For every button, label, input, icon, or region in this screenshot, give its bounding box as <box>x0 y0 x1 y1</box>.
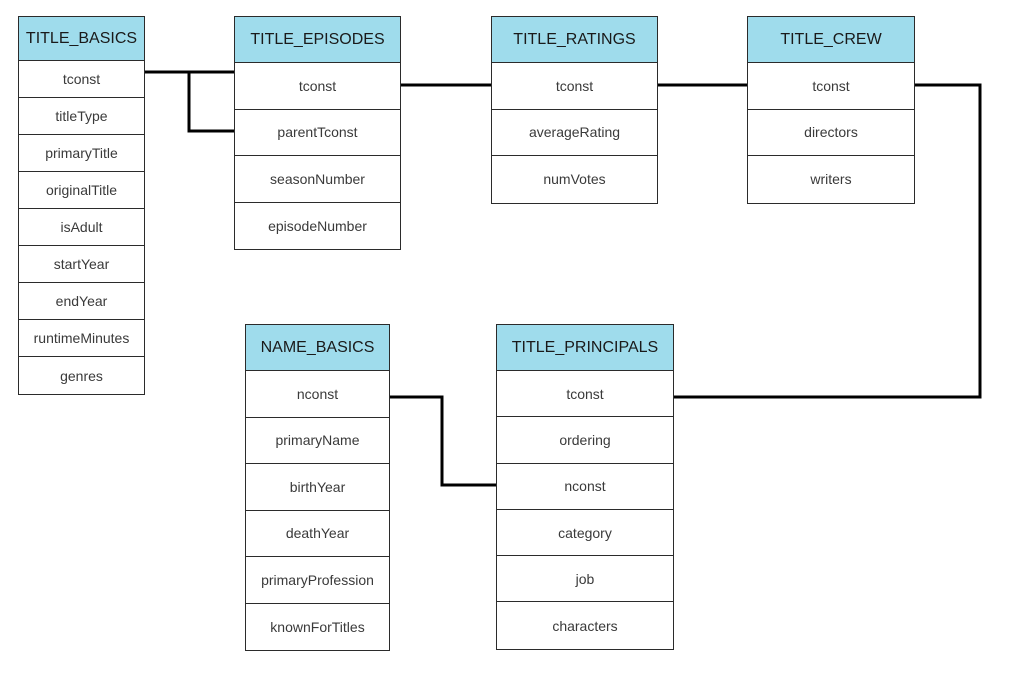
entity-field: genres <box>60 367 103 384</box>
entity-field: averageRating <box>492 110 657 156</box>
entity-field: parentTconst <box>235 110 400 156</box>
entity-field: episodeNumber <box>268 217 367 234</box>
entity-field: category <box>497 510 673 557</box>
entity-header: TITLE_RATINGS <box>492 17 657 63</box>
entity-field: originalTitle <box>19 172 144 209</box>
entity-field: deathYear <box>246 511 389 557</box>
entity-field: characters <box>552 617 618 634</box>
entity-field: isAdult <box>19 209 144 246</box>
entity-header: TITLE_EPISODES <box>235 17 400 63</box>
entity-field: birthYear <box>246 464 389 511</box>
entity-field: tconst <box>19 61 144 98</box>
entity-field: endYear <box>19 283 144 320</box>
entity-header: TITLE_PRINCIPALS <box>497 325 673 371</box>
entity-field: primaryName <box>246 418 389 464</box>
entity-field: ordering <box>497 417 673 464</box>
entity-field: tconst <box>492 63 657 110</box>
entity-field: runtimeMinutes <box>19 320 144 357</box>
entity-field: knownForTitles <box>270 618 365 635</box>
relation-namebasics-principals <box>390 395 496 487</box>
entity-field: numVotes <box>543 171 606 188</box>
entity-header: TITLE_BASICS <box>19 17 144 61</box>
entity-field: directors <box>748 110 914 156</box>
entity-field: writers <box>810 171 852 188</box>
entity-field: tconst <box>235 63 400 110</box>
entity-field: primaryProfession <box>246 557 389 604</box>
entity-header: NAME_BASICS <box>246 325 389 371</box>
entity-field: nconst <box>497 464 673 510</box>
entity-field: primaryTitle <box>19 135 144 172</box>
entity-field: nconst <box>246 371 389 418</box>
entity-field: startYear <box>19 246 144 283</box>
entity-field: tconst <box>497 371 673 418</box>
entity-field: seasonNumber <box>235 156 400 203</box>
entity-field: titleType <box>19 98 144 135</box>
relation-basics-episodes-parent <box>187 72 234 133</box>
entity-header: TITLE_CREW <box>748 17 914 63</box>
entity-field: tconst <box>748 63 914 110</box>
entity-field: job <box>497 556 673 603</box>
